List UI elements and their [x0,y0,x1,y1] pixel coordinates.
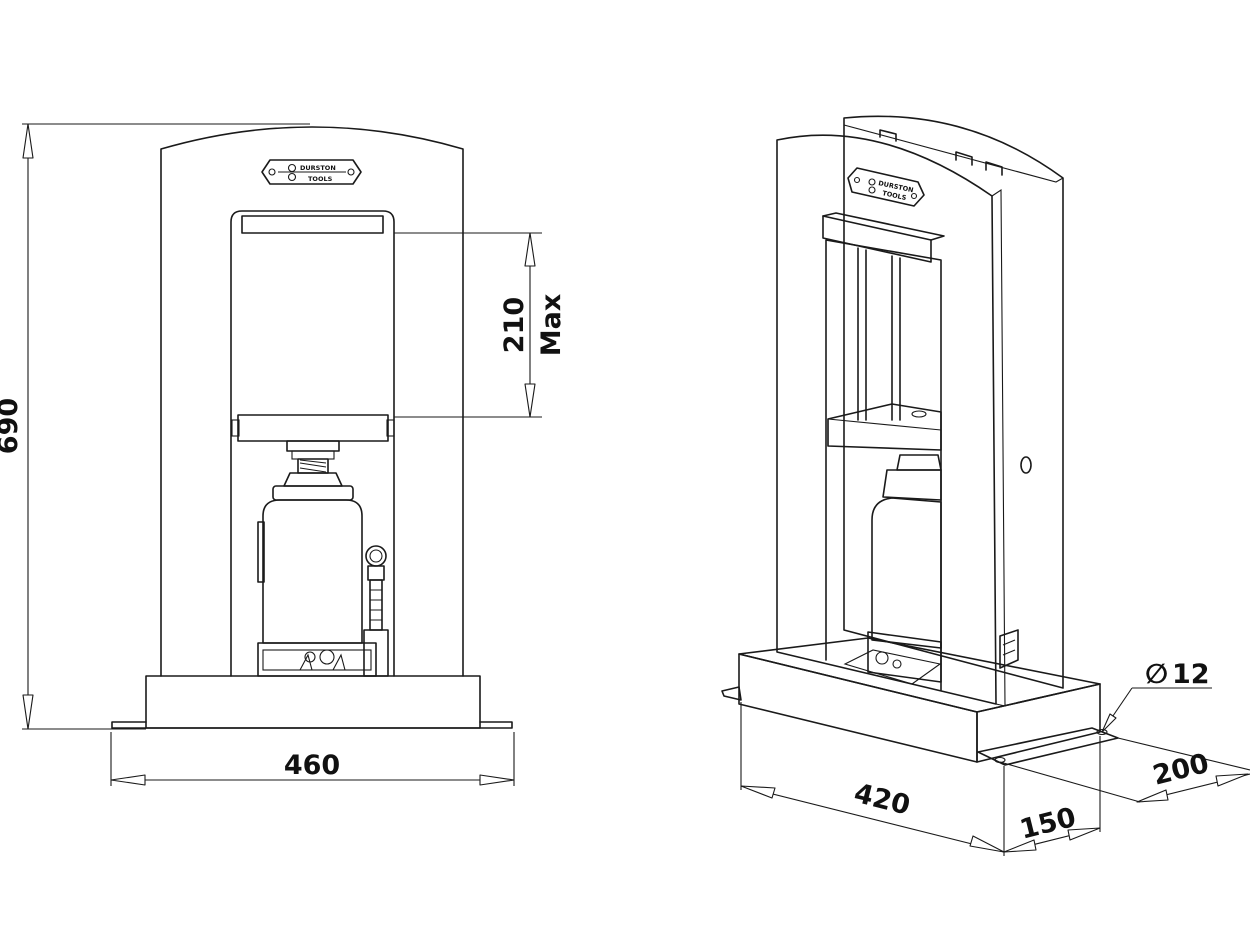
front-view: DURSTON TOOLS [111,126,513,729]
iso-upper-beam [822,215,932,263]
iso-bottle-jack [843,454,942,685]
front-pump-handle [363,545,389,677]
front-logo-line2: TOOLS [308,175,333,183]
front-frame-window [230,210,395,677]
iso-rear-frame [843,115,1064,689]
dim-stroke-suffix: Max [536,294,567,357]
iso-logo: DURSTON TOOLS [847,167,925,207]
dim-hole-diameter-symbol: ∅ [1145,659,1168,690]
front-press-plate [237,414,389,442]
iso-base-top [738,637,1101,713]
front-upper-beam [241,215,384,234]
iso-front-frame [776,134,997,705]
isometric-view: DURSTON TOOLS [721,115,1119,766]
front-bottle-jack [257,472,377,677]
iso-base-flange-left [721,686,742,701]
dim-hole-diameter: 12 [1172,659,1210,690]
dim-hole-spacing: 200 [1150,748,1212,792]
isometric-dimensions: 420 150 200 ∅ 12 [740,659,1250,856]
iso-press-plate [827,403,942,451]
dim-stroke-value: 210 [499,297,530,353]
front-dimensions: 690 210 Max 460 [0,123,567,786]
dim-overall-height: 690 [0,398,24,454]
iso-base-side [976,683,1101,763]
front-base-flange [111,721,513,729]
dim-base-length: 420 [851,778,913,822]
front-logo: DURSTON TOOLS [261,159,362,185]
dim-front-width: 460 [284,750,340,781]
front-frame [160,126,464,677]
front-base [145,675,481,729]
front-logo-line1: DURSTON [300,164,336,172]
